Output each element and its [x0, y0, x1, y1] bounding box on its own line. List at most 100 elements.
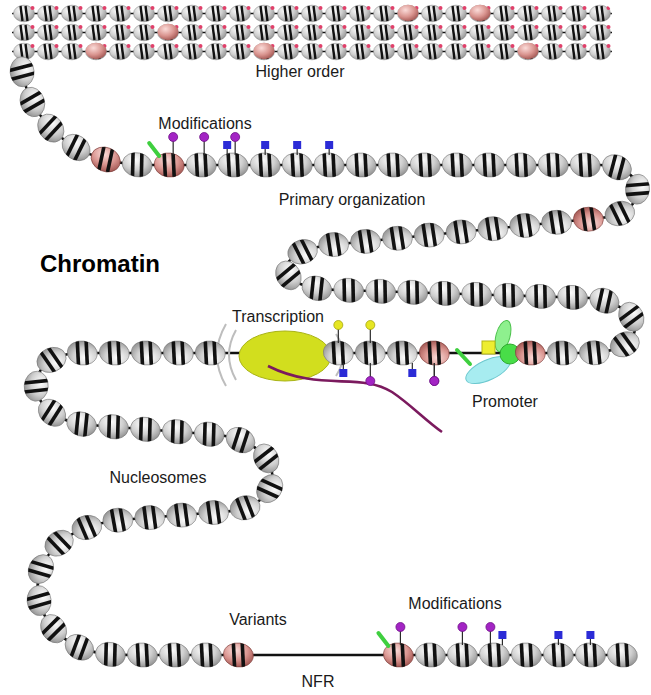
nucleosome	[556, 282, 590, 313]
mark-stem	[370, 329, 371, 343]
nucleosome	[606, 640, 639, 670]
phospho-mark	[334, 321, 343, 330]
nucleosome	[509, 212, 540, 239]
nucleosome	[446, 218, 477, 245]
variant-nucleosome	[222, 640, 255, 670]
nucleosome	[128, 413, 163, 445]
nucleosome	[546, 338, 579, 368]
nucleosome	[623, 173, 651, 206]
nucleosome	[510, 640, 543, 670]
rna-transcript	[268, 366, 442, 432]
nucleosome	[56, 128, 96, 167]
nucleosome	[414, 222, 445, 249]
nucleosome	[299, 272, 335, 306]
diagram-title: Chromatin	[40, 250, 160, 278]
ubiquitin-mark	[396, 623, 405, 632]
nucleosome	[192, 418, 227, 450]
nucleosome	[32, 393, 72, 432]
nucleosome	[460, 279, 494, 310]
nucleosome	[478, 640, 511, 670]
nucleosome	[409, 150, 442, 180]
higher-order-variants	[86, 5, 539, 60]
mark-stem	[490, 631, 491, 645]
mark-stem	[370, 363, 371, 377]
mark-stem	[338, 329, 339, 343]
methyl-mark	[223, 141, 231, 149]
nucleosome	[134, 504, 165, 532]
nucleosome	[386, 338, 419, 368]
nucleosome	[613, 298, 649, 336]
variant-nucleosome	[87, 142, 125, 178]
nucleosome	[318, 231, 349, 258]
nucleosome	[350, 228, 381, 255]
methyl-mark	[293, 141, 301, 149]
ubiquitin-mark	[430, 377, 439, 386]
linker-dna	[20, 58, 638, 655]
mark-stem	[462, 631, 463, 645]
nucleosome	[364, 276, 398, 307]
nucleosome	[217, 150, 250, 180]
nucleosome	[585, 283, 623, 319]
nucleosome	[228, 492, 262, 523]
nucleosome	[103, 507, 133, 533]
nucleosome	[541, 209, 572, 236]
part-label: Variants	[229, 611, 287, 629]
nucleosome	[428, 278, 462, 309]
nucleosome-layer	[8, 56, 651, 670]
methyl-mark	[408, 369, 416, 377]
higher-order-fibre	[12, 4, 612, 61]
nucleosome	[602, 197, 638, 230]
nucleosome	[396, 277, 430, 308]
part-label: Modifications	[408, 595, 501, 613]
ubiquitin-mark	[169, 133, 178, 142]
methyl-mark	[339, 369, 347, 377]
nucleosome	[25, 584, 54, 616]
methyl-mark	[498, 631, 506, 639]
nucleosome	[120, 149, 155, 181]
nucleosome	[69, 512, 104, 544]
nucleosome	[477, 215, 508, 242]
nucleosome	[569, 150, 602, 180]
nucleosome	[60, 628, 99, 666]
nucleosome	[64, 407, 100, 440]
nucleosome	[248, 439, 285, 478]
nucleosome	[332, 275, 366, 306]
mark-stem	[204, 141, 205, 155]
variant-nucleosome	[514, 338, 547, 368]
nucleosome	[93, 639, 128, 671]
variant-nucleosome	[573, 206, 604, 233]
nucleosome	[22, 550, 59, 589]
ubiquitin-mark	[231, 133, 240, 142]
nucleosome	[130, 338, 163, 368]
ubiquitin-mark	[458, 623, 467, 632]
ubiquitin-mark	[430, 377, 439, 386]
nucleosome	[606, 326, 644, 362]
nucleosome	[8, 56, 36, 88]
nucleosome	[505, 150, 538, 180]
mark-stem	[434, 363, 435, 377]
nucleosome	[270, 256, 307, 295]
nucleosome	[377, 150, 410, 180]
part-label: Modifications	[158, 115, 251, 133]
nucleosome	[22, 370, 50, 402]
nucleosome	[98, 338, 131, 368]
nucleosome	[185, 150, 218, 180]
nucleosome	[414, 640, 447, 670]
mark-stem	[235, 141, 236, 155]
ubiquitin-mark	[200, 133, 209, 142]
mark-stem	[434, 363, 435, 377]
nucleosome	[198, 499, 229, 527]
nucleosome	[524, 281, 558, 312]
nucleosome	[190, 640, 223, 670]
nucleosome	[473, 150, 506, 180]
acetyl-mark	[149, 143, 159, 156]
methyl-mark	[554, 631, 562, 639]
promoter-complex	[457, 319, 520, 389]
nucleosome	[160, 416, 195, 448]
mark-stem	[173, 141, 174, 155]
nucleosome	[345, 150, 378, 180]
part-label: Nucleosomes	[110, 469, 207, 487]
modification-layer	[149, 133, 594, 647]
nucleosome	[194, 338, 227, 368]
